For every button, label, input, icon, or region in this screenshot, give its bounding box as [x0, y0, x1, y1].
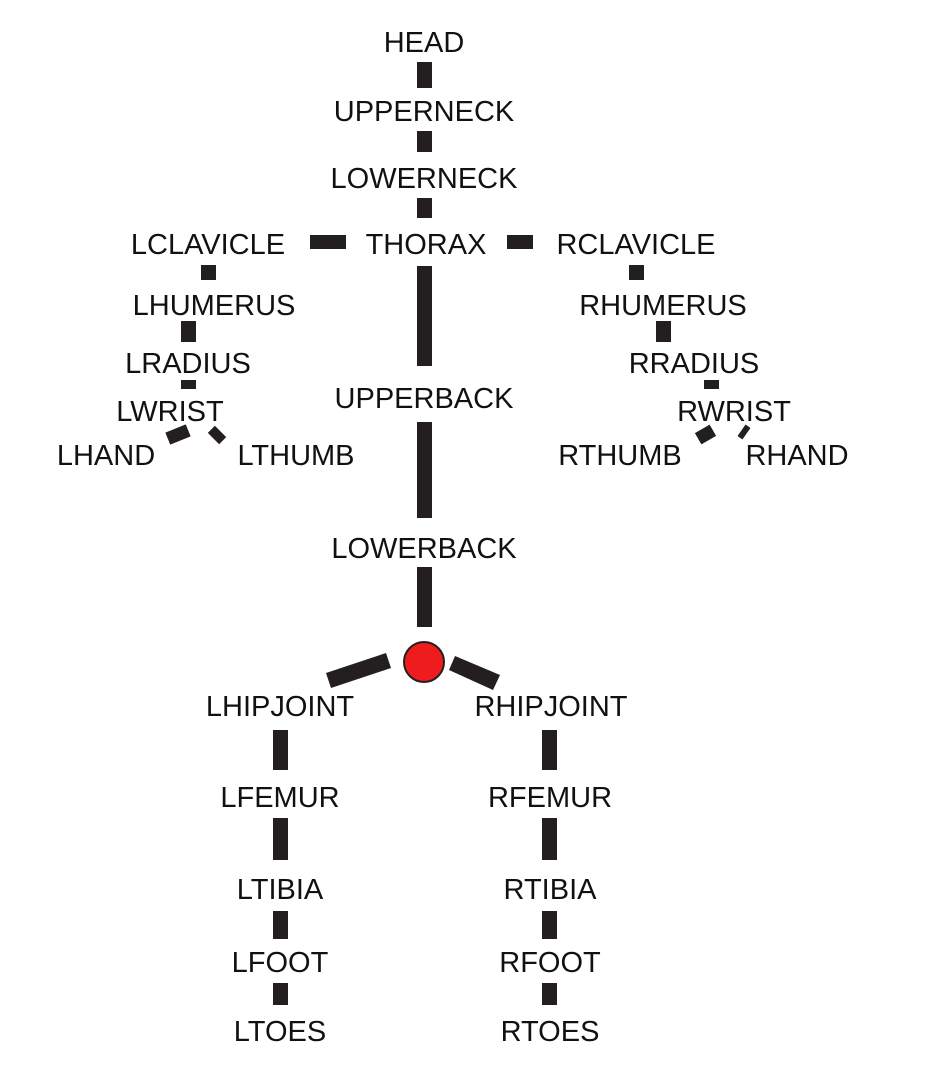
- joint-label-lhand: LHAND: [57, 440, 155, 472]
- bone-lwrist-lhand: [165, 424, 191, 445]
- joint-label-lradius: LRADIUS: [125, 348, 251, 380]
- bone-lhumerus-lradius: [181, 321, 196, 342]
- bone-rfoot-rtoes: [542, 983, 557, 1005]
- joint-label-rhipjoint: RHIPJOINT: [474, 691, 627, 723]
- joint-label-lfemur: LFEMUR: [220, 782, 339, 814]
- joint-labels: HEAD UPPERNECK LOWERNECK THORAX LCLAVICL…: [57, 27, 849, 1048]
- bone-lowerback-root: [417, 567, 432, 627]
- joint-label-rtoes: RTOES: [501, 1016, 600, 1048]
- joint-label-lfoot: LFOOT: [232, 947, 329, 979]
- joint-label-rradius: RRADIUS: [629, 348, 760, 380]
- bone-rhipjoint-rfemur: [542, 730, 557, 770]
- joint-label-rclavicle: RCLAVICLE: [556, 229, 715, 261]
- bone-lradius-lwrist: [181, 380, 196, 389]
- joint-label-rfemur: RFEMUR: [488, 782, 612, 814]
- bone-head-upperneck: [417, 62, 432, 88]
- joint-label-ltibia: LTIBIA: [237, 874, 324, 906]
- bone-upperback-lowerback: [417, 422, 432, 518]
- bone-upperneck-lowerneck: [417, 131, 432, 152]
- bone-lclavicle-lhumerus: [201, 265, 216, 280]
- joint-label-head: HEAD: [384, 27, 465, 59]
- bone-rwrist-rhand: [737, 424, 751, 440]
- bone-rradius-rwrist: [704, 380, 719, 389]
- bone-rwrist-rthumb: [694, 424, 717, 445]
- joint-label-rfoot: RFOOT: [499, 947, 601, 979]
- bone-thorax-upperback: [417, 266, 432, 366]
- joint-label-lhipjoint: LHIPJOINT: [206, 691, 355, 723]
- bone-ltibia-lfoot: [273, 911, 288, 939]
- joint-label-rhand: RHAND: [745, 440, 848, 472]
- joint-label-rwrist: RWRIST: [677, 396, 791, 428]
- bones: [165, 62, 751, 1005]
- joint-label-rtibia: RTIBIA: [504, 874, 598, 906]
- joint-label-upperback: UPPERBACK: [335, 383, 515, 415]
- bone-rhumerus-rradius: [656, 321, 671, 342]
- bone-thorax-lclavicle: [310, 235, 346, 249]
- bone-lfoot-ltoes: [273, 983, 288, 1005]
- joint-label-lclavicle: LCLAVICLE: [131, 229, 285, 261]
- joint-label-rthumb: RTHUMB: [558, 440, 682, 472]
- joint-label-thorax: THORAX: [366, 229, 487, 261]
- joint-label-lhumerus: LHUMERUS: [133, 290, 296, 322]
- joint-label-rhumerus: RHUMERUS: [579, 290, 747, 322]
- bone-root-rhipjoint: [449, 656, 500, 690]
- joint-label-upperneck: UPPERNECK: [334, 96, 515, 128]
- joint-label-lowerback: LOWERBACK: [331, 533, 517, 565]
- joint-label-lthumb: LTHUMB: [237, 440, 354, 472]
- bone-rclavicle-rhumerus: [629, 265, 644, 280]
- bone-rtibia-rfoot: [542, 911, 557, 939]
- joint-label-ltoes: LTOES: [234, 1016, 326, 1048]
- bone-rfemur-rtibia: [542, 818, 557, 860]
- bone-lfemur-ltibia: [273, 818, 288, 860]
- bone-lowerneck-thorax: [417, 198, 432, 218]
- bone-root-lhipjoint: [326, 653, 391, 688]
- bone-lhipjoint-lfemur: [273, 730, 288, 770]
- joint-label-lowerneck: LOWERNECK: [331, 163, 519, 195]
- joint-label-lwrist: LWRIST: [116, 396, 224, 428]
- root-joint-marker: [403, 641, 445, 683]
- bone-thorax-rclavicle: [507, 235, 533, 249]
- bone-lwrist-lthumb: [207, 425, 227, 445]
